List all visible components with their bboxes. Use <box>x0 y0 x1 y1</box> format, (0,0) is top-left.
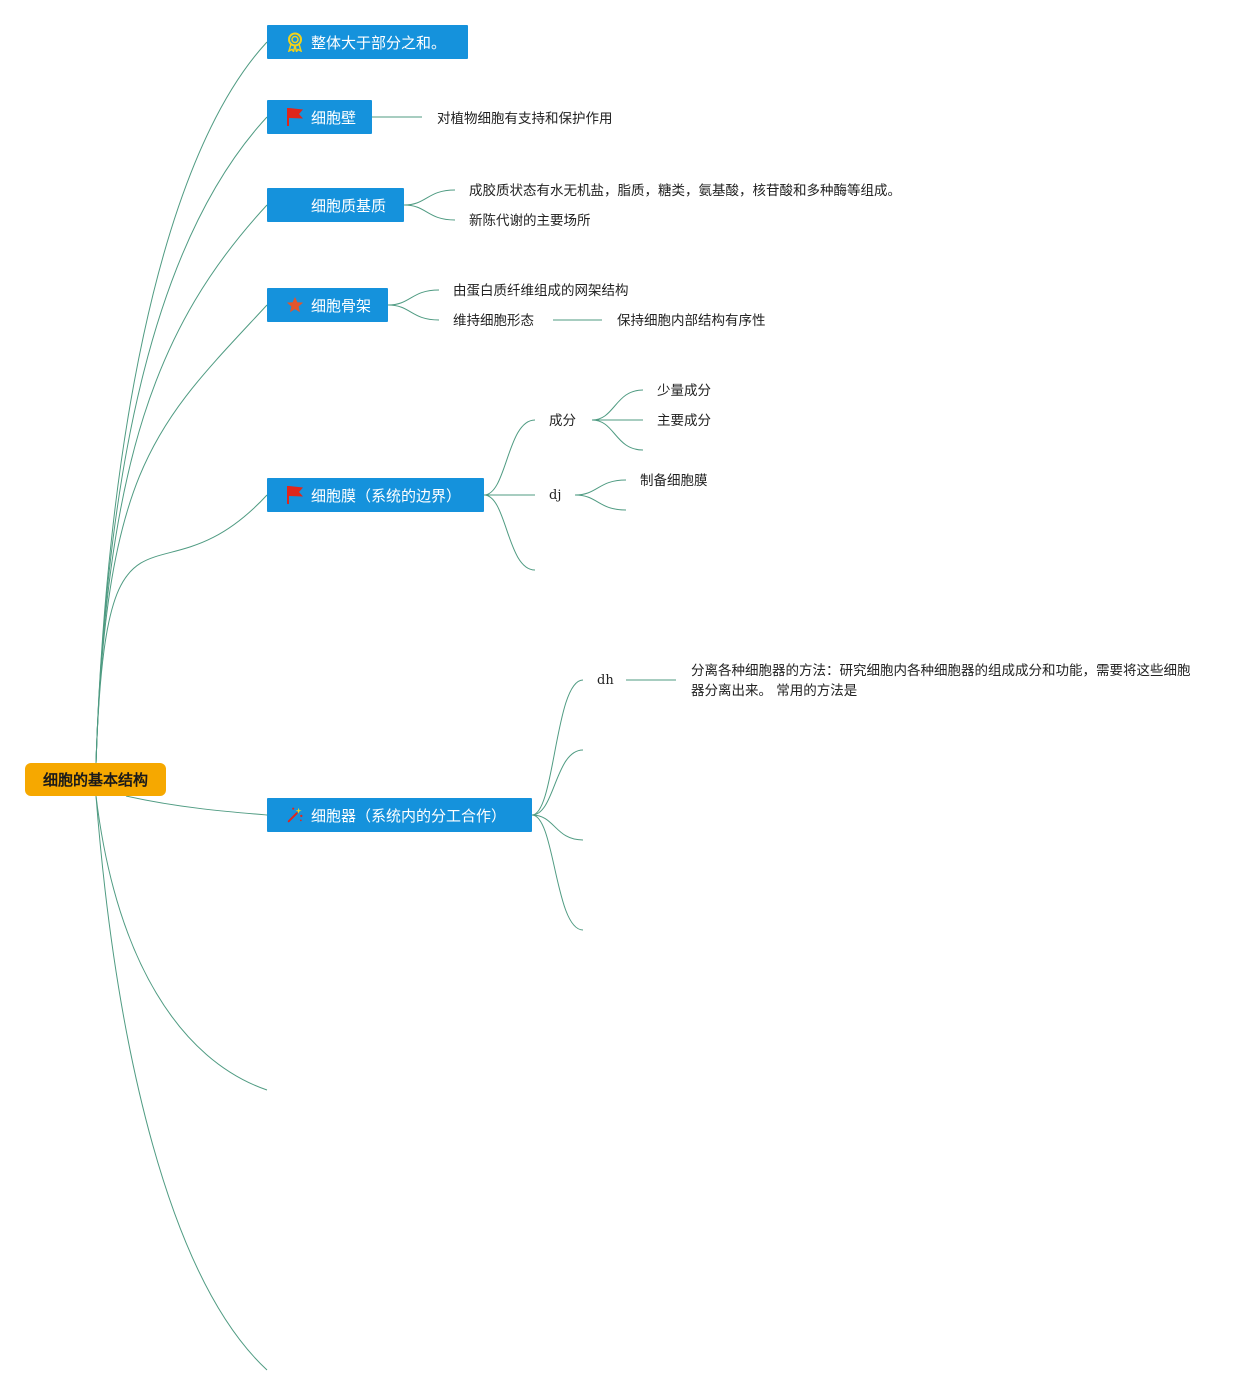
root-link-5 <box>125 795 268 816</box>
organelle-separation-method[interactable]: 分离各种细胞器的方法：研究细胞内各种细胞器的组成成分和功能，需要将这些细胞器分离… <box>691 663 1191 699</box>
topic-label: 整体大于部分之和。 <box>311 33 447 52</box>
root-link-2 <box>95 204 268 764</box>
star-icon <box>285 295 305 315</box>
link-comp-1 <box>591 389 644 421</box>
award-ribbon-icon <box>285 32 305 52</box>
topic-cytoskeleton[interactable]: 细胞骨架 <box>267 288 388 322</box>
link-organelle-3 <box>531 814 584 841</box>
link-membrane-1 <box>483 419 536 496</box>
membrane-minor-components[interactable]: 少量成分 <box>657 383 711 399</box>
cytoskeleton-structure[interactable]: 由蛋白质纤维组成的网架结构 <box>453 283 629 299</box>
root-topic[interactable]: 细胞的基本结构 <box>25 763 166 796</box>
root-link-6 <box>95 795 268 1091</box>
membrane-dj[interactable]: dj <box>549 488 562 503</box>
link-cytosol-1 <box>403 189 456 206</box>
link-skeleton-1 <box>387 289 440 306</box>
topic-label: 细胞器（系统内的分工合作） <box>311 806 507 825</box>
membrane-major-components[interactable]: 主要成分 <box>657 413 711 429</box>
topic-cytosol[interactable]: 细胞质基质 <box>267 188 404 222</box>
link-dj-1 <box>574 479 627 496</box>
topic-label: 细胞骨架 <box>311 296 372 315</box>
topic-cell-wall[interactable]: 细胞壁 <box>267 100 372 134</box>
topic-whole-greater[interactable]: 整体大于部分之和。 <box>267 25 468 59</box>
link-cytosol-2 <box>403 204 456 221</box>
link-skeleton-2 <box>387 304 440 321</box>
membrane-components[interactable]: 成分 <box>549 413 576 429</box>
red-flag-icon <box>285 107 305 127</box>
link-membrane-3 <box>483 494 536 571</box>
topic-label: 细胞质基质 <box>311 196 387 215</box>
link-dj-2 <box>574 494 627 511</box>
organelle-dh[interactable]: dh <box>597 673 614 688</box>
cytoskeleton-order[interactable]: 保持细胞内部结构有序性 <box>617 313 766 329</box>
link-comp-3 <box>591 419 644 451</box>
cytosol-metabolism[interactable]: 新陈代谢的主要场所 <box>469 213 591 229</box>
link-organelle-4 <box>531 814 584 931</box>
red-flag-icon <box>285 485 305 505</box>
cytosol-composition[interactable]: 成胶质状态有水无机盐，脂质，糖类，氨基酸，核苷酸和多种酶等组成。 <box>469 183 901 199</box>
link-organelle-1 <box>531 679 584 816</box>
topic-label: 细胞壁 <box>311 108 357 127</box>
link-organelle-2 <box>531 749 584 816</box>
root-link-3 <box>95 304 268 764</box>
topic-cell-membrane[interactable]: 细胞膜（系统的边界） <box>267 478 484 512</box>
root-topic-label: 细胞的基本结构 <box>42 771 148 789</box>
membrane-preparation[interactable]: 制备细胞膜 <box>640 473 708 489</box>
root-link-7 <box>95 795 268 1371</box>
topic-organelles[interactable]: 细胞器（系统内的分工合作） <box>267 798 532 832</box>
cytoskeleton-shape[interactable]: 维持细胞形态 <box>453 313 534 329</box>
root-link-4 <box>95 494 268 764</box>
cell-wall-function[interactable]: 对植物细胞有支持和保护作用 <box>437 111 613 127</box>
topic-label: 细胞膜（系统的边界） <box>311 486 462 505</box>
root-link-1 <box>95 116 268 764</box>
blank-icon <box>285 195 305 215</box>
magic-wand-icon <box>285 805 305 825</box>
